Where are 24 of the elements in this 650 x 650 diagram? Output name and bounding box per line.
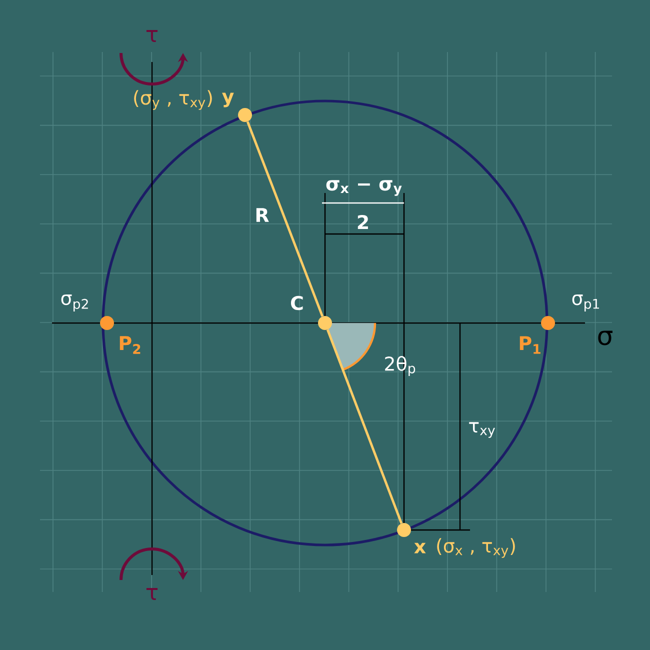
point-label: C xyxy=(290,296,303,310)
point-marker xyxy=(238,108,252,122)
point-label: σ$_{p1}$ xyxy=(572,294,599,312)
point-marker xyxy=(541,316,555,330)
point-label: P$_{1}$ xyxy=(520,336,540,354)
point-label: y xyxy=(222,92,234,108)
point-label: (σ$_{y}$ , τ$_{xy}$) xyxy=(134,90,212,110)
dimension-label: τ$_{xy}$ xyxy=(469,422,495,438)
axis-label: σ xyxy=(598,330,612,346)
point-label: σ$_{p2}$ xyxy=(61,294,88,312)
point-marker xyxy=(318,316,332,330)
fraction-numerator: σ$_{x}$ − σ$_{y}$ xyxy=(326,180,402,196)
angle-label: 2θ$_{p}$ xyxy=(385,356,416,376)
fraction-denominator: 2 xyxy=(358,214,368,230)
axis-label: τ xyxy=(146,30,158,42)
edge-label: R xyxy=(254,207,270,223)
point-label: (σ$_{x}$ , τ$_{xy}$) xyxy=(437,538,515,558)
point-label: x xyxy=(414,542,426,554)
radius-line xyxy=(246,121,324,317)
axis-label: τ xyxy=(146,588,158,600)
point-label: P$_{2}$ xyxy=(120,336,140,354)
point-marker xyxy=(397,523,411,537)
radius-line xyxy=(326,329,403,524)
point-marker xyxy=(100,316,114,330)
